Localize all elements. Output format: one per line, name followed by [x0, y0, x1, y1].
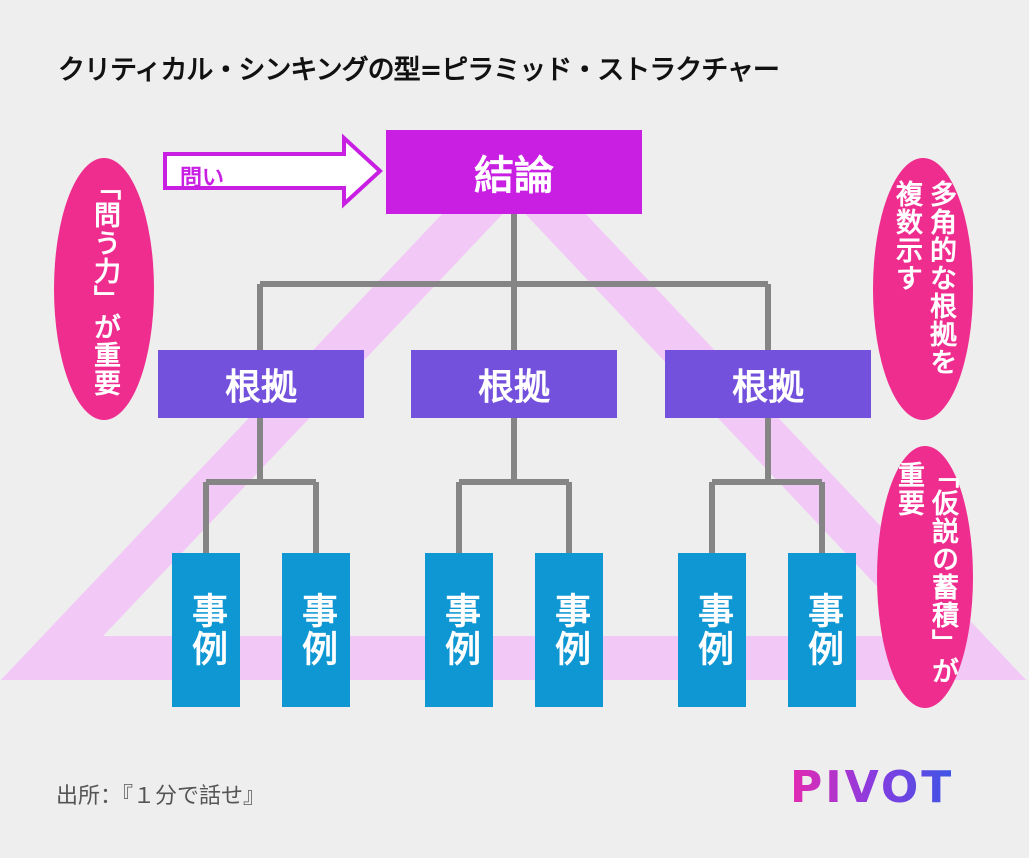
ground-box: 根拠 [665, 350, 871, 418]
example-box: 事例 [172, 553, 240, 707]
example-box: 事例 [535, 553, 603, 707]
callout-multiple-grounds-text: 多角的な根拠を複数示す [891, 180, 956, 376]
connector-lines [203, 214, 825, 553]
example-box: 事例 [678, 553, 746, 707]
callout-hypothesis-text: 「仮説の蓄積」が重要 [893, 461, 958, 685]
callout-hypothesis: 「仮説の蓄積」が重要 [877, 446, 973, 708]
conclusion-box: 結論 [386, 130, 642, 214]
ground-box: 根拠 [411, 350, 617, 418]
source-note: 出所：『１分で話せ』 [56, 784, 266, 809]
ground-box: 根拠 [158, 350, 364, 418]
example-box: 事例 [425, 553, 493, 707]
pivot-logo: PIVOT [790, 762, 954, 810]
logo-text: PIVOT [790, 762, 954, 810]
page-title: クリティカル・シンキングの型=ピラミッド・ストラクチャー [58, 55, 780, 86]
callout-multiple-grounds: 多角的な根拠を複数示す [873, 158, 973, 420]
callout-questioning: 「問う力」が重要 [54, 158, 154, 420]
callout-questioning-text: 「問う力」が重要 [89, 173, 120, 397]
question-arrow [163, 133, 383, 209]
question-label: 問い [180, 166, 225, 191]
example-box: 事例 [282, 553, 350, 707]
example-box: 事例 [788, 553, 856, 707]
